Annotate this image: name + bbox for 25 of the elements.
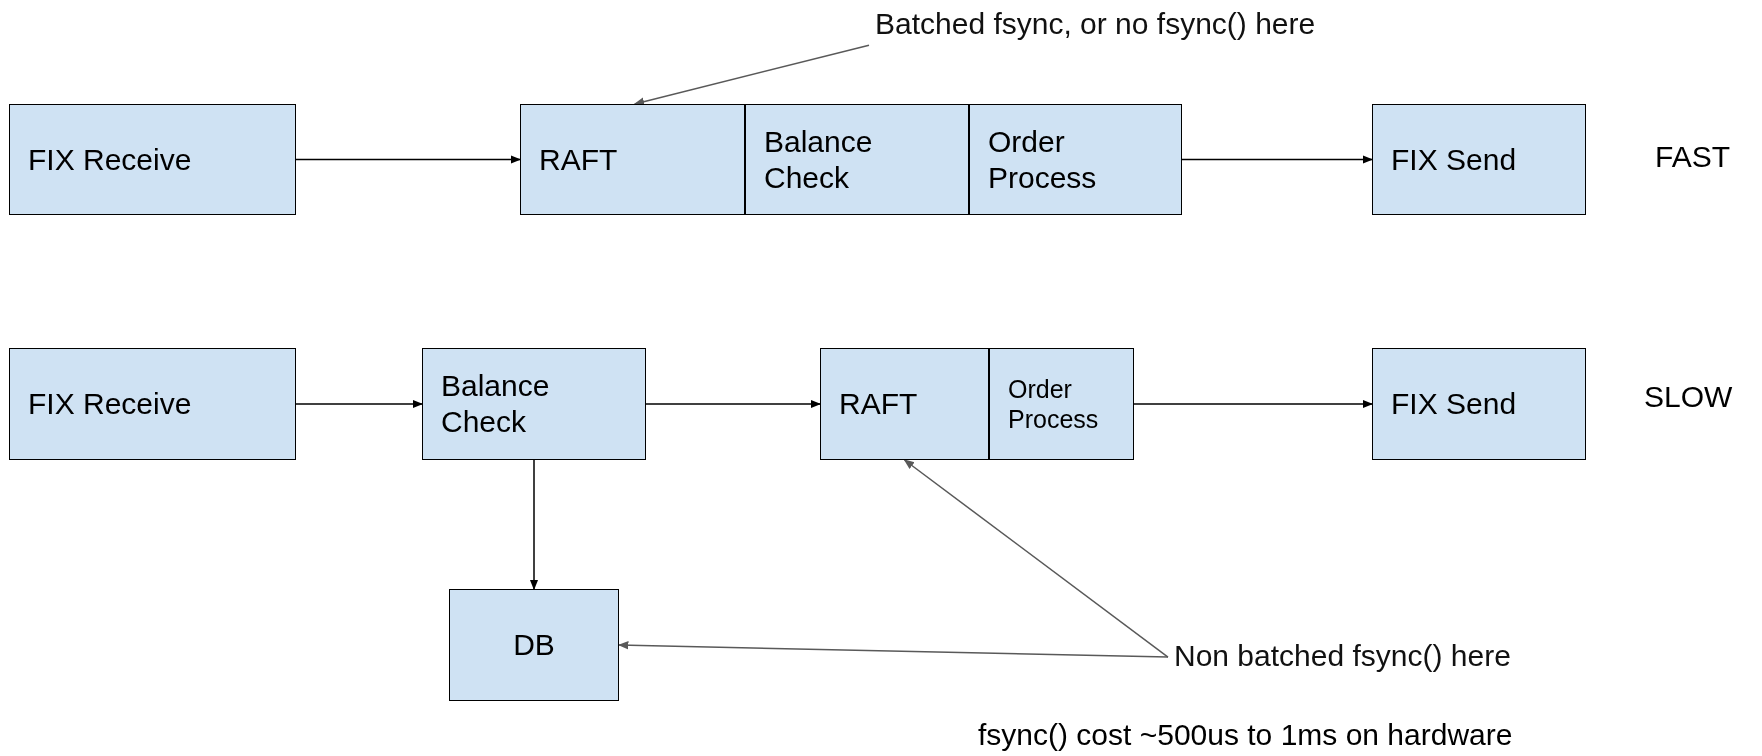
process-box: DB — [449, 589, 619, 701]
process-box: FIX Send — [1372, 104, 1586, 215]
leader-line — [633, 44, 870, 106]
process-box: Balance Check — [422, 348, 646, 460]
process-box: Balance Check — [745, 104, 969, 215]
annotation-text: Non batched fsync() here — [1174, 638, 1512, 674]
process-box: FIX Receive — [9, 348, 296, 460]
leader-line — [903, 459, 1169, 658]
process-box: RAFT — [820, 348, 989, 460]
process-box: Order Process — [969, 104, 1182, 215]
arrow — [645, 399, 822, 409]
process-box: FIX Send — [1372, 348, 1586, 460]
arrow — [529, 459, 539, 591]
row-label: FAST — [1655, 140, 1730, 174]
process-box: Order Process — [989, 348, 1134, 460]
leader-line — [617, 641, 1169, 658]
annotation-text: Batched fsync, or no fsync() here — [875, 6, 1317, 42]
arrow — [295, 399, 424, 409]
note-text: fsync() cost ~500us to 1ms on hardware — [978, 718, 1513, 752]
row-label: SLOW — [1644, 380, 1733, 414]
process-box: FIX Receive — [9, 104, 296, 215]
arrow — [1133, 399, 1374, 409]
arrow — [295, 155, 522, 164]
process-box: RAFT — [520, 104, 745, 215]
arrow — [1181, 155, 1374, 164]
